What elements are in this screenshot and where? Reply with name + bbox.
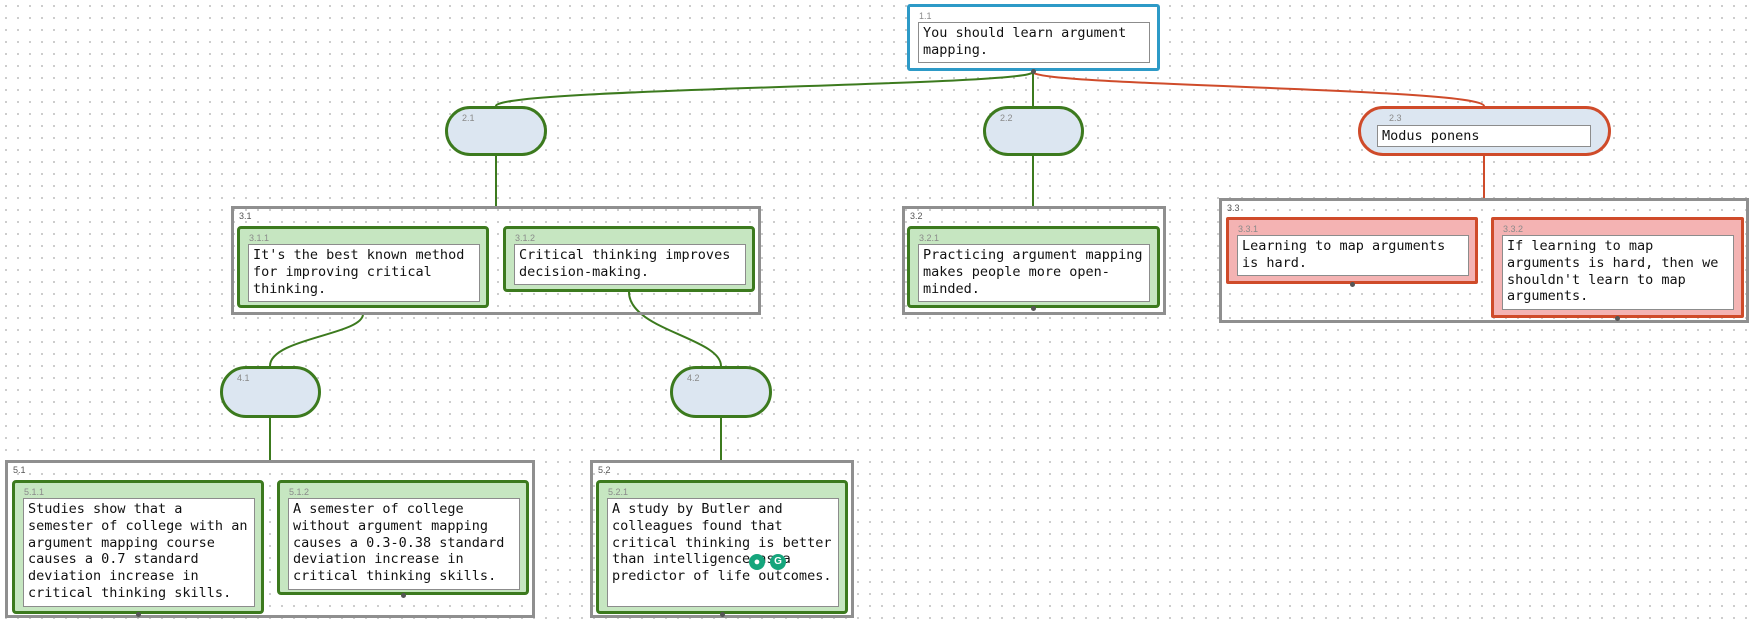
node-id: 3.3.2 [1503,224,1524,234]
objection-premise-node[interactable]: 3.3.1 Learning to map arguments is hard. [1226,217,1478,284]
link-4.1-to-3.1.1 [269,313,364,367]
node-handle[interactable] [1350,282,1355,287]
premise-group: 5.1 [5,460,535,618]
group-id: 3.3 [1227,203,1240,213]
claim-text[interactable]: You should learn argument mapping. [918,22,1150,63]
premise-node[interactable]: 3.1.2 Critical thinking improves decisio… [503,226,755,292]
argument-node[interactable]: 4.2 [670,366,772,418]
objection-group: 3.3 [1219,198,1749,323]
node-id: 3.3.1 [1238,224,1259,234]
node-handle[interactable] [1031,306,1036,311]
premise-group: 3.1 [231,206,761,315]
premise-text[interactable]: Critical thinking improves decision-maki… [514,244,746,285]
lightbulb-icon[interactable]: ● [749,554,765,570]
node-handle[interactable] [1615,316,1620,321]
node-id: 3.1.1 [249,233,270,243]
objection-premise-node[interactable]: 3.3.2 If learning to map arguments is ha… [1491,217,1744,318]
premise-text[interactable]: It's the best known method for improving… [248,244,480,302]
premise-node[interactable]: 3.2.1 Practicing argument mapping makes … [907,226,1160,308]
node-id: 5.2.1 [608,487,629,497]
node-handle[interactable] [1031,69,1036,74]
link-4.2-to-3.1.2 [628,291,722,367]
premise-node[interactable]: 5.1.2 A semester of college without argu… [277,480,529,595]
node-id: 1.1 [919,11,932,21]
node-id: 4.2 [687,373,700,383]
link-2.3-to-1.1 [1032,71,1485,107]
premise-text[interactable]: Practicing argument mapping makes people… [918,244,1150,302]
premise-node[interactable]: 5.2.1 A study by Butler and colleagues f… [596,480,848,614]
premise-text[interactable]: Studies show that a semester of college … [23,498,255,607]
premise-text[interactable]: A study by Butler and colleagues found t… [607,498,839,607]
argument-node[interactable]: 2.2 [983,106,1084,156]
node-id: 5.1.2 [289,487,310,497]
argument-node[interactable]: 4.1 [220,366,321,418]
node-id: 3.2.1 [919,233,940,243]
premise-text[interactable]: If learning to map arguments is hard, th… [1502,235,1734,310]
node-id: 3.1.2 [515,233,536,243]
node-id: 2.3 [1389,113,1402,123]
node-handle[interactable] [401,593,406,598]
grammarly-icon[interactable]: G [770,554,786,570]
node-handle[interactable] [136,612,141,617]
premise-node[interactable]: 3.1.1 It's the best known method for imp… [237,226,489,308]
node-id: 2.2 [1000,113,1013,123]
premise-text[interactable]: Learning to map arguments is hard. [1237,235,1469,276]
premise-group: 3.2 [902,206,1166,315]
group-id: 5.2 [598,465,611,475]
group-id: 5.1 [13,465,26,475]
argument-node[interactable]: 2.1 [445,106,547,156]
argument-label[interactable]: Modus ponens [1377,125,1591,147]
premise-text[interactable]: A semester of college without argument m… [288,498,520,590]
objection-node[interactable]: 2.3 Modus ponens [1358,106,1611,156]
node-id: 5.1.1 [24,487,45,497]
node-id: 2.1 [462,113,475,123]
node-id: 4.1 [237,373,250,383]
group-id: 3.1 [239,211,252,221]
node-handle[interactable] [720,612,725,617]
main-claim-node[interactable]: 1.1 You should learn argument mapping. [907,4,1160,71]
link-2.1-to-1.1 [495,71,1034,107]
group-id: 3.2 [910,211,923,221]
premise-node[interactable]: 5.1.1 Studies show that a semester of co… [12,480,264,614]
